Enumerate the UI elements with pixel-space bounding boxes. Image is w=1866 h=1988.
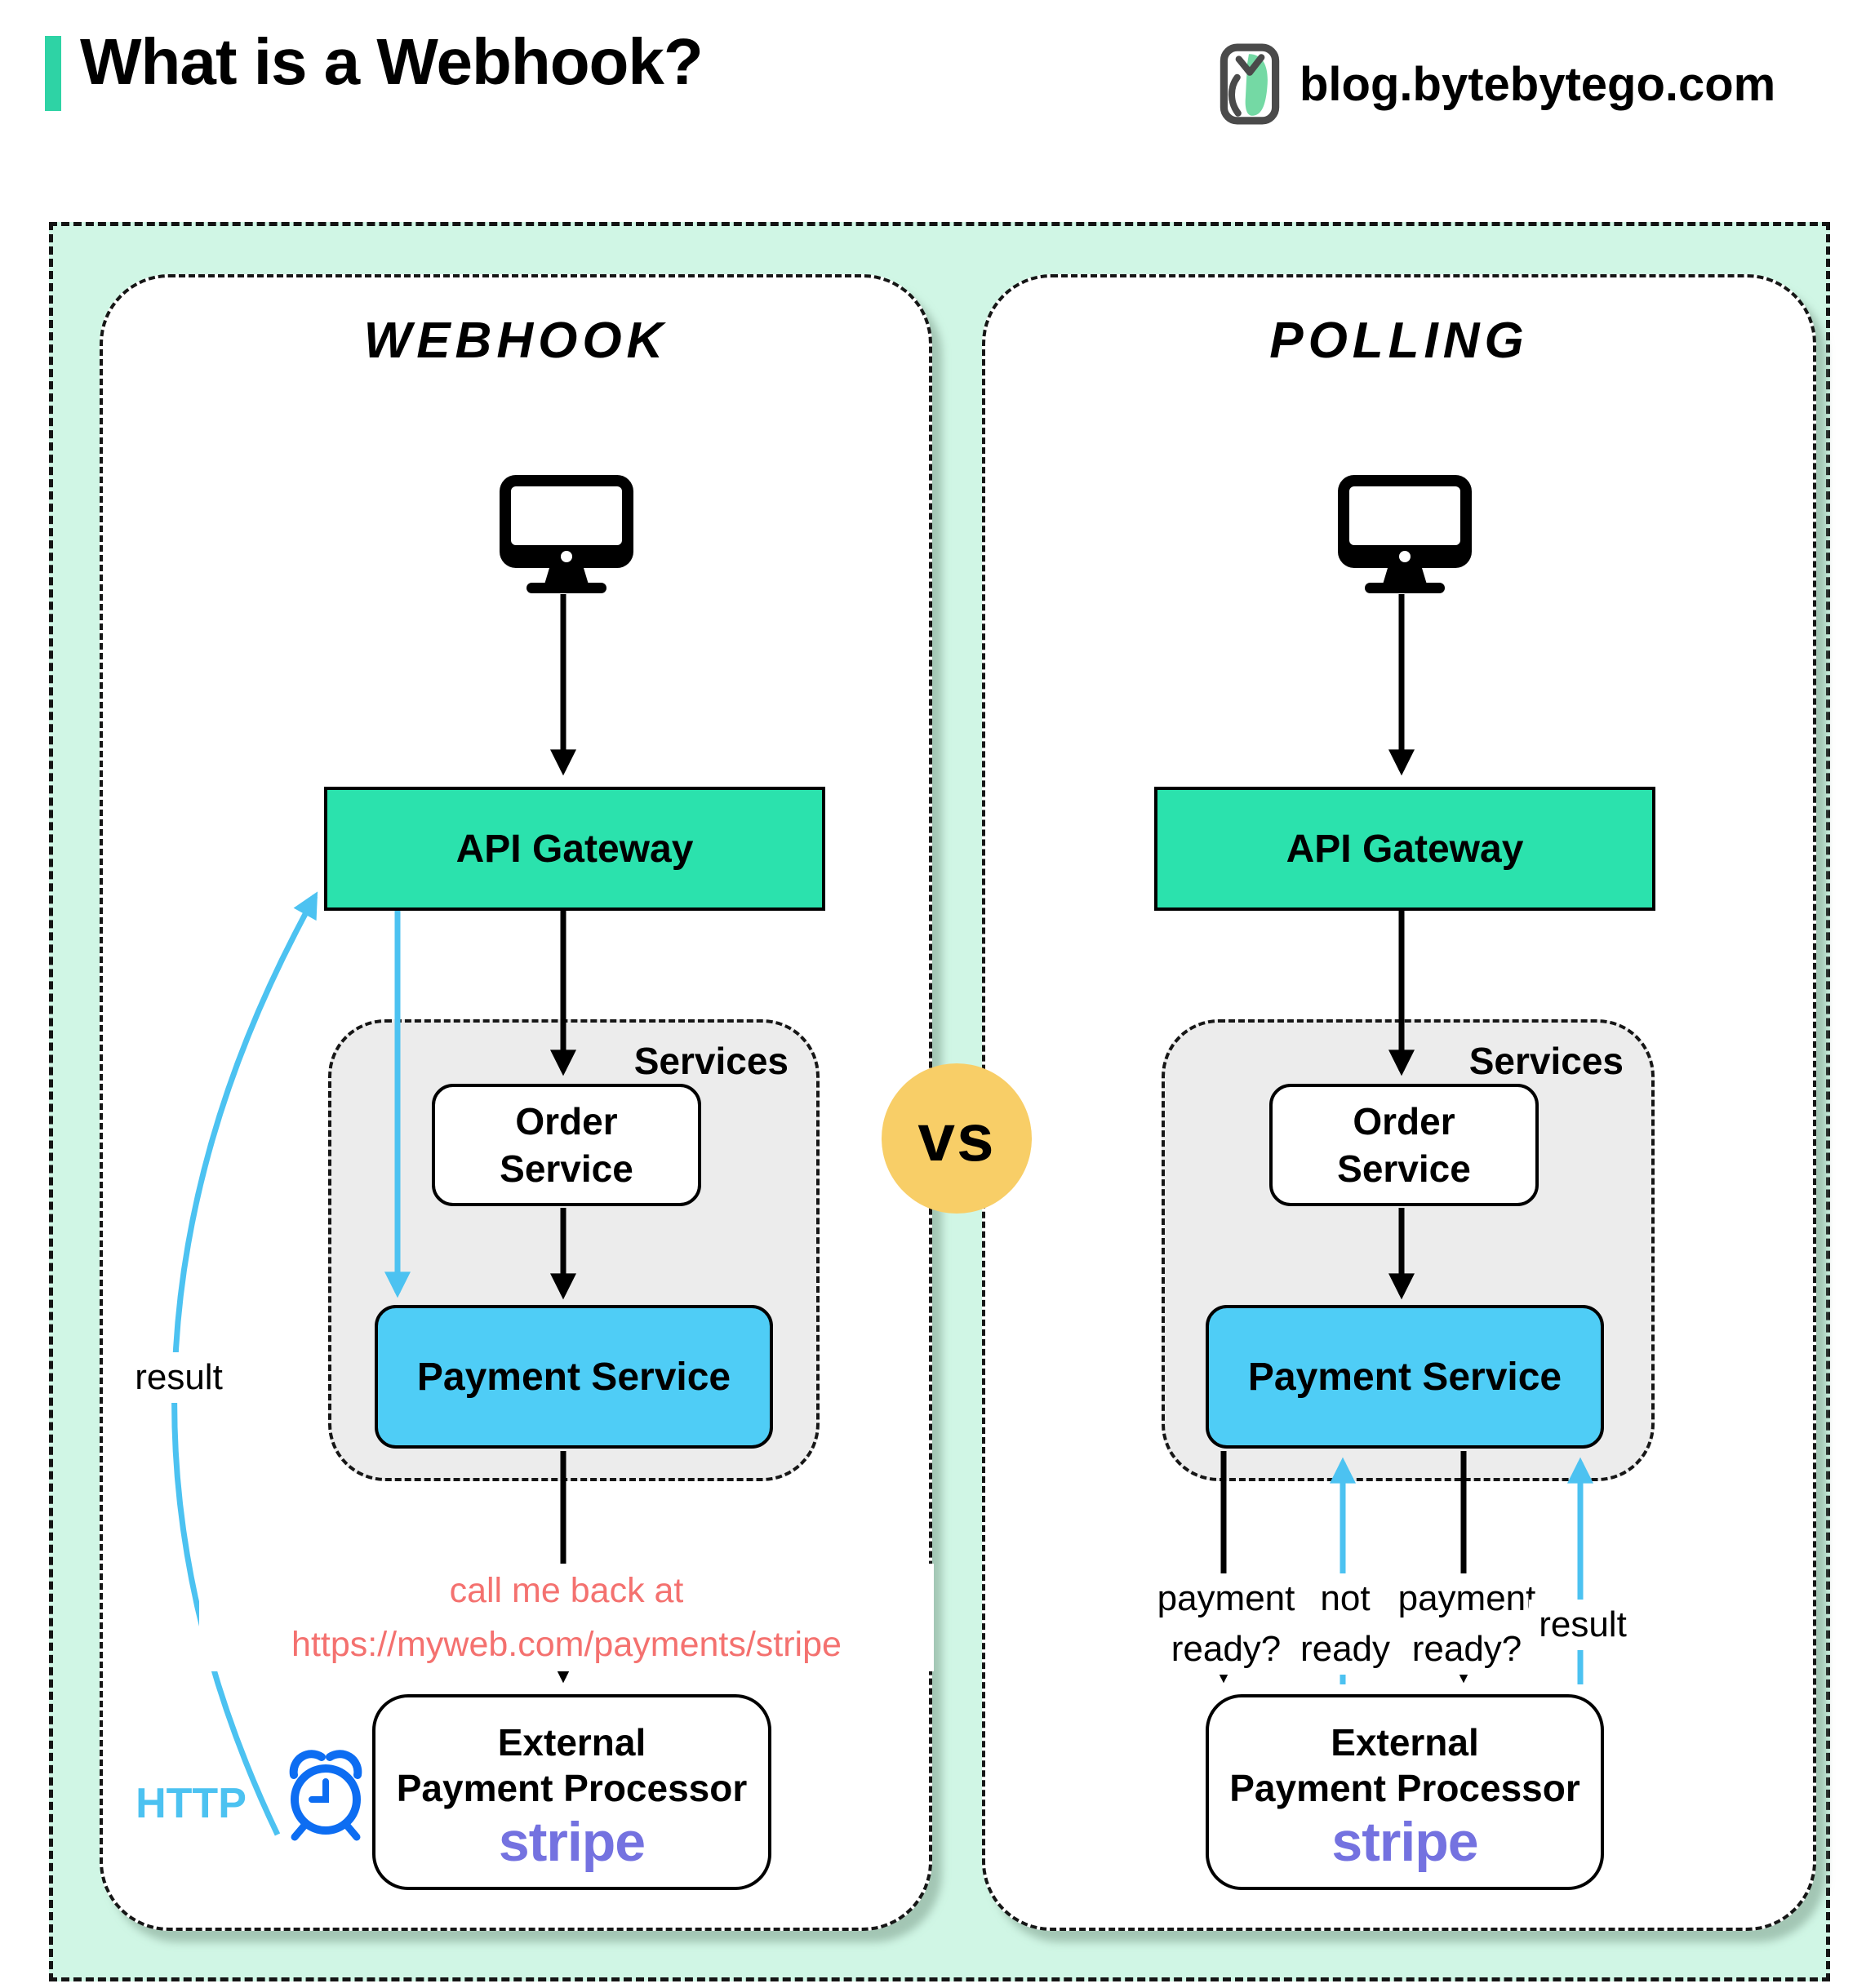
external-processor-line2: Payment Processor — [396, 1767, 748, 1809]
api-gateway-label: API Gateway — [455, 827, 694, 871]
api-gateway-box: API Gateway — [1154, 787, 1655, 911]
callback-note: call me back at https://myweb.com/paymen… — [199, 1564, 934, 1671]
stripe-logo-text: stripe — [498, 1811, 646, 1873]
callback-note-line1: call me back at — [449, 1571, 684, 1610]
title-accent-bar — [45, 36, 61, 111]
webhook-panel: Webhook API Gateway Services Order Servi… — [100, 274, 934, 1931]
external-processor-line2: Payment Processor — [1229, 1767, 1580, 1809]
payment-service-box: Payment Service — [375, 1305, 773, 1449]
desktop-monitor-icon — [500, 475, 633, 593]
stripe-logo-text: stripe — [1331, 1811, 1478, 1873]
order-service-label: Order Service — [500, 1100, 633, 1190]
arrow-label-not-ready: not ready — [1299, 1573, 1392, 1675]
payment-service-label: Payment Service — [416, 1355, 731, 1399]
bytebytego-logo-icon — [1220, 43, 1280, 125]
external-processor-line1: External — [497, 1721, 646, 1764]
external-payment-processor-box: External Payment Processor stripe — [372, 1694, 771, 1890]
vs-badge-label: vs — [917, 1101, 996, 1175]
callback-url: https://myweb.com/payments/stripe — [291, 1625, 842, 1664]
api-gateway-label: API Gateway — [1286, 827, 1524, 871]
polling-panel-title: Polling — [1269, 313, 1529, 369]
services-group-label: Services — [1468, 1040, 1624, 1082]
arrow-label-payment-ready-2: payment ready? — [1393, 1573, 1540, 1675]
api-gateway-box: API Gateway — [324, 787, 825, 911]
arrow-label-payment-ready-1: payment ready? — [1153, 1573, 1300, 1675]
alarm-clock-icon — [289, 1750, 362, 1841]
order-service-box: Order Service — [432, 1084, 701, 1206]
order-service-label: Order Service — [1337, 1100, 1471, 1190]
arrow-label-result: result — [1529, 1600, 1637, 1650]
polling-panel: Polling API Gateway Services Order Servi… — [982, 274, 1816, 1931]
desktop-monitor-icon — [1338, 475, 1472, 593]
webhook-result-label: result — [113, 1352, 244, 1403]
webhook-panel-title: Webhook — [363, 313, 669, 369]
external-processor-line1: External — [1331, 1721, 1479, 1764]
site-name: blog.bytebytego.com — [1300, 57, 1776, 111]
vs-badge: vs — [882, 1063, 1032, 1214]
page-title: What is a Webhook? — [80, 25, 704, 98]
order-service-box: Order Service — [1269, 1084, 1539, 1206]
services-group-label: Services — [633, 1040, 789, 1082]
external-payment-processor-box: External Payment Processor stripe — [1206, 1694, 1604, 1890]
payment-service-label: Payment Service — [1247, 1355, 1562, 1399]
http-label: HTTP — [136, 1780, 247, 1827]
payment-service-box: Payment Service — [1206, 1305, 1604, 1449]
